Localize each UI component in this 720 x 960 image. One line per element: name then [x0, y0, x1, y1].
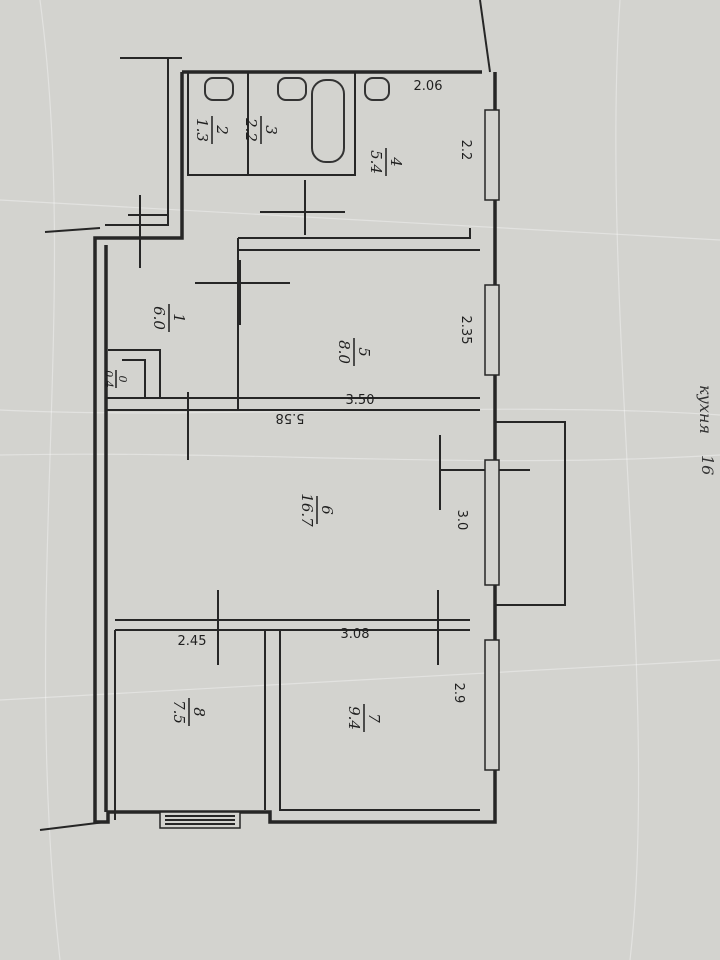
dimension-label: 3.0	[454, 510, 469, 531]
room-label: 616.7	[298, 493, 336, 527]
room-number: 7	[365, 713, 383, 723]
room-label: 16.0	[150, 304, 188, 332]
dimension-labels: 2.06 2.2 2.35 3.50 5.58 3.0 3.08 2.9 2.45	[178, 79, 473, 703]
room-label: 79.4	[345, 704, 383, 732]
toilet-fixture	[204, 77, 234, 101]
balcony-outline	[495, 421, 566, 606]
room-label: 00.4	[102, 370, 129, 388]
bathtub-fixture	[311, 79, 345, 163]
room-number: 2	[213, 124, 231, 135]
dimension-label: 2.06	[414, 79, 443, 94]
edge-label-kitchen: кухня	[696, 385, 715, 434]
room-area: 5.4	[367, 150, 385, 174]
room-number: 3	[262, 125, 280, 135]
dimension-label: 3.50	[346, 393, 375, 408]
interior-walls	[106, 72, 480, 820]
dimension-label: 2.35	[458, 316, 473, 345]
room-area: 7.5	[170, 700, 188, 724]
dimension-label: 5.58	[276, 410, 305, 425]
room-label: 45.4	[367, 148, 405, 176]
window	[484, 459, 500, 586]
room-number: 0	[116, 376, 129, 383]
room-number: 4	[387, 156, 405, 167]
room-number: 8	[190, 707, 208, 717]
sink-fixture	[277, 77, 307, 101]
room-area: 9.4	[345, 706, 363, 730]
kitchen-sink-fixture	[364, 77, 390, 101]
room-area: 1.3	[193, 118, 211, 142]
room-label: 87.5	[170, 698, 208, 726]
window	[484, 284, 500, 376]
room-area: 8.0	[335, 340, 353, 364]
dimension-label: 2.9	[451, 683, 466, 704]
room-label: 58.0	[335, 338, 373, 366]
windows	[159, 109, 500, 829]
window	[484, 639, 500, 771]
window	[484, 109, 500, 201]
room-area: 6.0	[150, 306, 168, 330]
dimension-label: 2.2	[458, 140, 473, 161]
outer-walls	[39, 0, 497, 831]
room-area: 16.7	[298, 493, 316, 527]
room-number: 1	[170, 313, 188, 323]
room-number: 6	[318, 505, 336, 515]
edge-label-number: 16	[698, 455, 717, 475]
room-label: 21.3	[193, 116, 231, 144]
room-number: 5	[355, 347, 373, 357]
dimension-label: 3.08	[341, 627, 370, 642]
room-label: 32.2	[242, 116, 280, 144]
bathroom-fixtures	[204, 77, 390, 163]
room-area: 0.4	[102, 370, 115, 388]
dimension-label: 2.45	[178, 634, 207, 649]
room-area: 2.2	[242, 117, 260, 142]
room-labels: 16.0 21.3 32.2 45.4 58.0 616.7 79.4 87.5 00.4	[102, 116, 405, 732]
